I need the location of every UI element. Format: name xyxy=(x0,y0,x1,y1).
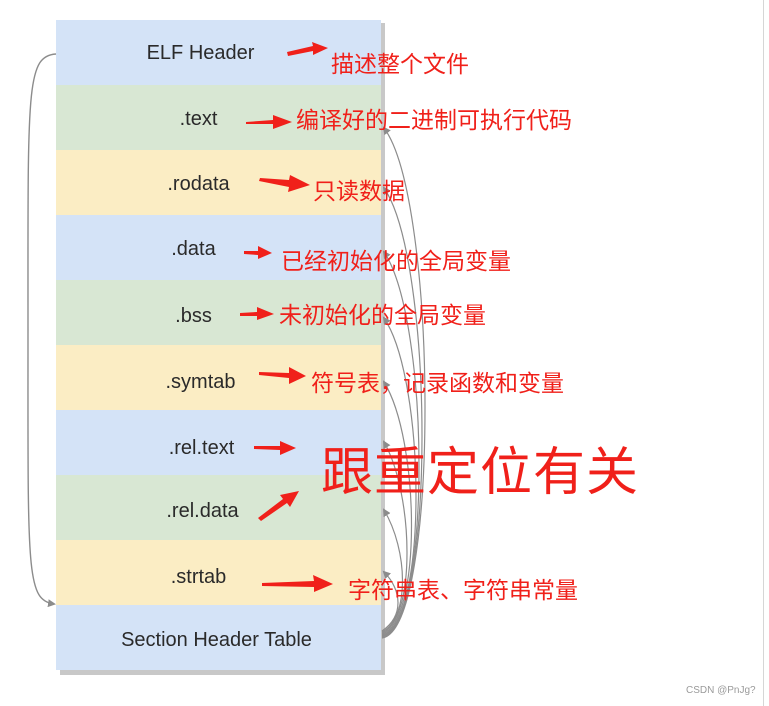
red-arrow-rel-data xyxy=(258,491,299,521)
red-arrow-strtab xyxy=(262,575,333,592)
note-data: 已经初始化的全局变量 xyxy=(281,249,511,275)
red-arrow-rel-text xyxy=(254,441,296,455)
section-label-symtab: .symtab xyxy=(165,371,236,393)
note-symtab: 符号表，记录函数和变量 xyxy=(311,371,564,397)
note-bss: 未初始化的全局变量 xyxy=(279,303,486,329)
sht-to-rel-text-connector xyxy=(381,440,408,634)
section-row-strtab: .strtab xyxy=(56,540,381,605)
sht-to-rel-data-connector xyxy=(381,508,403,633)
section-label-strtab: .strtab xyxy=(170,566,227,588)
section-label-bss: .bss xyxy=(175,305,212,327)
red-arrow-elf-header xyxy=(287,42,328,56)
note-elf-header: 描述整个文件 xyxy=(331,52,469,78)
csdn-watermark: CSDN @PnJg? xyxy=(686,685,756,696)
section-label-rel-text: .rel.text xyxy=(168,437,235,459)
section-row-text: .text xyxy=(56,85,381,150)
header-to-sht-connector xyxy=(27,53,57,608)
section-label-rodata: .rodata xyxy=(167,173,230,195)
note-rodata: 只读数据 xyxy=(313,179,405,205)
section-row-section-header-table: Section Header Table xyxy=(56,605,381,670)
red-arrow-symtab xyxy=(259,367,306,384)
section-label-section-header-table: Section Header Table xyxy=(121,629,312,651)
page-right-border xyxy=(763,0,764,706)
red-arrow-data xyxy=(244,246,272,259)
sht-to-bss-connector xyxy=(381,316,417,636)
red-arrow-bss xyxy=(240,307,274,320)
sht-to-symtab-connector xyxy=(381,380,413,635)
section-label-elf-header: ELF Header xyxy=(146,42,255,64)
sht-to-strtab-connector xyxy=(381,570,399,632)
section-label-text: .text xyxy=(179,108,218,130)
red-arrow-rodata xyxy=(259,175,310,192)
section-row-rodata: .rodata xyxy=(56,150,381,215)
section-row-rel-data: .rel.data xyxy=(56,475,381,540)
note-text: 编译好的二进制可执行代码 xyxy=(296,108,572,134)
section-label-data: .data xyxy=(171,238,216,260)
note-strtab: 字符串表、字符串常量 xyxy=(348,578,578,604)
section-label-rel-data: .rel.data xyxy=(166,500,239,522)
note-relocation: 跟重定位有关 xyxy=(321,443,640,503)
section-row-elf-header: ELF Header xyxy=(56,20,381,85)
section-row-bss: .bss xyxy=(56,280,381,345)
red-arrow-text xyxy=(246,115,292,129)
section-row-rel-text: .rel.text xyxy=(56,410,381,475)
section-row-data: .data xyxy=(56,215,381,280)
section-row-symtab: .symtab xyxy=(56,345,381,410)
